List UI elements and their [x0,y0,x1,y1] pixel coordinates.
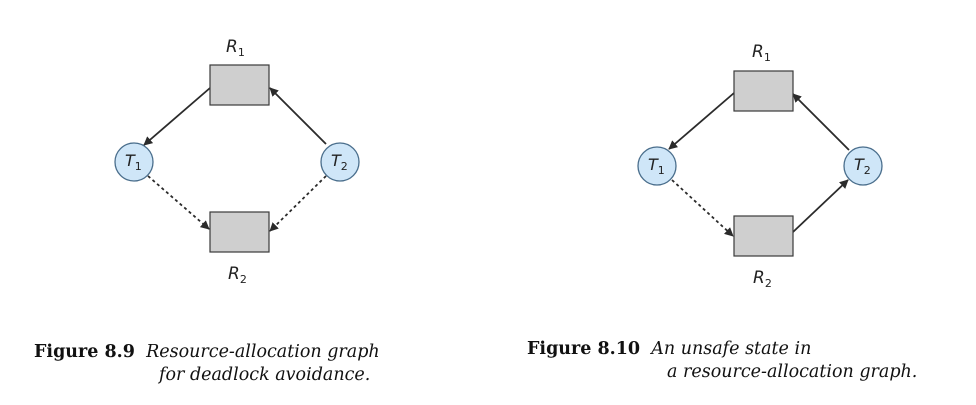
figure-10-graph: R1 R2 T1 T2 [637,42,883,290]
figure-10-caption: Figure 8.10 An unsafe state in a resourc… [527,338,917,384]
figure-9-graph: R1 R2 T1 T2 [114,37,360,286]
thread-t1-label: T1 [648,155,665,177]
figure-9-caption-text-1: Resource-allocation graph [146,342,380,362]
thread-t2-label: T2 [331,151,348,173]
resource-r1-label: R1 [226,37,245,59]
edge-r2-to-t2 [792,179,849,233]
figure-10-caption-text-1: An unsafe state in [651,339,812,359]
diagram-canvas: R1 R2 T1 T2 R1 R2 T1 [114,37,883,290]
thread-t2-label: T2 [854,155,871,177]
resource-r2-label: R2 [753,268,772,290]
figure-9-number: Figure 8.9 [34,342,135,362]
claim-edge-t1-to-r2 [147,175,210,230]
figure-10-caption-line1: Figure 8.10 An unsafe state in [527,338,917,361]
thread-t1-node [637,146,677,186]
claim-edge-t2-to-r2 [269,175,327,232]
figure-10-number: Figure 8.10 [527,339,641,359]
figure-9-caption: Figure 8.9 Resource-allocation graph for… [34,341,380,387]
resource-r1-box [733,70,794,112]
thread-t2-node [843,146,883,186]
figure-10-caption-line2: a resource-allocation graph. [527,361,917,384]
edge-t2-to-r1 [792,93,850,151]
figure-9-caption-text-2: for deadlock avoidance. [159,365,371,385]
resource-r2-label: R2 [228,264,247,286]
thread-t1-label: T1 [125,151,142,173]
resource-r1-box [209,64,270,106]
resource-r1-label: R1 [752,42,771,64]
edge-t2-to-r1 [269,87,327,145]
figure-9-caption-line2: for deadlock avoidance. [34,364,380,387]
edge-r1-to-t1 [668,92,735,150]
edge-r1-to-t1 [143,87,211,146]
figure-9-caption-line1: Figure 8.9 Resource-allocation graph [34,341,380,364]
claim-edge-t1-to-r2 [671,179,734,237]
thread-t1-node [114,142,154,182]
resource-r2-box [209,211,270,253]
thread-t2-node [320,142,360,182]
resource-r2-box [733,215,794,257]
figure-10-caption-text-2: a resource-allocation graph. [667,362,918,382]
